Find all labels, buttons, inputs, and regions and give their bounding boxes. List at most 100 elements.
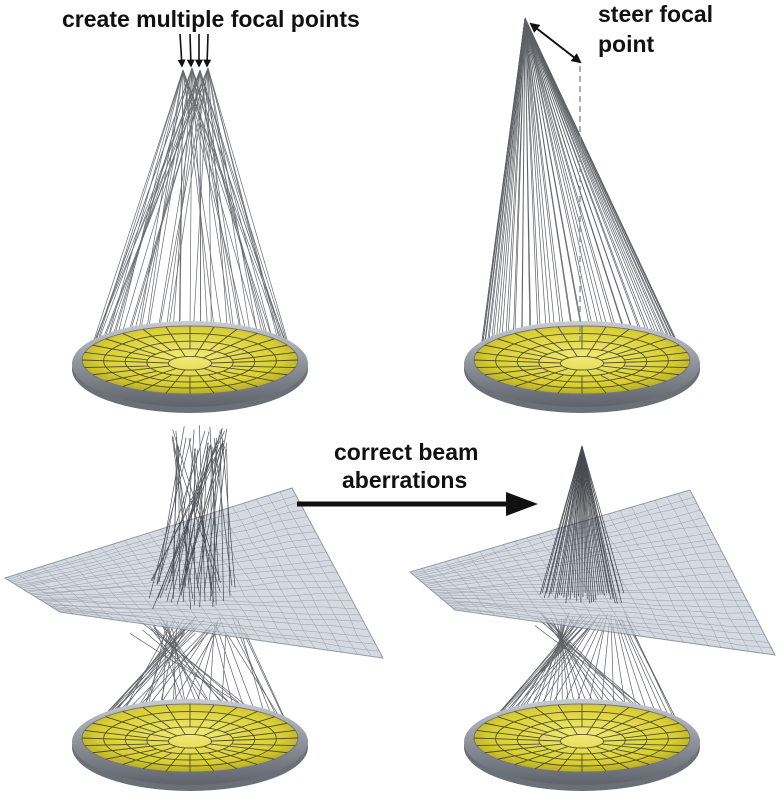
dish-radial-line (105, 716, 157, 733)
beam-ray (92, 67, 193, 351)
dish-radial-line (203, 745, 258, 766)
dish-radial-line (473, 737, 561, 742)
dish-radial-line (514, 711, 569, 737)
beam-ray (146, 625, 211, 709)
beam-ray (219, 430, 224, 601)
mesh-line (208, 514, 289, 644)
label-steer-line1: steer focal (598, 1, 713, 27)
dish-radial-line (615, 338, 667, 355)
beam-ray (215, 623, 246, 711)
mesh-line (11, 509, 305, 583)
beam-ray (95, 69, 201, 347)
beam-ray (208, 622, 215, 707)
mesh-line (50, 606, 367, 630)
beam-ray (516, 618, 597, 714)
beam-ray (524, 17, 677, 374)
beam-ray (220, 428, 236, 588)
beam-ray (581, 445, 623, 604)
dish-radial-line (534, 374, 564, 392)
beam-rays-focused (539, 445, 625, 604)
mesh-line (443, 600, 753, 614)
beam-ray (213, 437, 233, 586)
beam-ray (524, 17, 625, 331)
beam-ray (580, 445, 583, 603)
beam-ray (171, 435, 194, 599)
dish-element-grid (81, 326, 299, 394)
beam-ray (134, 627, 214, 711)
beam-ray (538, 613, 600, 709)
dish-radial-line (473, 359, 561, 364)
beam-ray (183, 619, 219, 706)
mesh-line (449, 605, 764, 635)
dish-radial-line (557, 326, 578, 357)
mesh-line (55, 608, 376, 645)
dish-radial-line (624, 729, 688, 739)
mesh-line (643, 503, 722, 649)
beam-ray (178, 69, 184, 328)
beam-ray (173, 447, 221, 592)
beam-ray (549, 617, 602, 708)
beam-ray (209, 426, 220, 582)
beam-ray (620, 618, 666, 720)
aberrating-layer (3, 487, 384, 659)
beam-ray (138, 69, 184, 333)
dish-radial-line (624, 351, 688, 361)
mesh-line (411, 496, 695, 574)
beam-ray (498, 17, 526, 342)
mesh-line (434, 580, 737, 593)
beam-ray (150, 440, 224, 582)
beam-ray (559, 445, 583, 595)
beam-ray (524, 17, 541, 331)
mesh-line (48, 604, 364, 622)
beam-ray (182, 69, 259, 337)
beam-ray (524, 17, 672, 344)
beam-ray (158, 628, 211, 708)
beam-ray (226, 449, 231, 597)
dish-ring (167, 355, 213, 371)
beam-ray (189, 67, 193, 328)
label-multi-focus: create multiple focal points (62, 6, 360, 32)
mesh-line (654, 500, 735, 651)
panel-steer-focal-point (464, 17, 700, 413)
mesh-line (25, 551, 326, 591)
mesh-line (279, 491, 372, 656)
beam-ray (209, 442, 227, 601)
dish-radial-line (534, 329, 564, 352)
dish-radial-line (105, 749, 157, 760)
dish-element-grid (473, 326, 691, 394)
beam-ray (524, 17, 594, 328)
beam-ray (618, 619, 658, 717)
dish-radial-line (484, 365, 563, 376)
beam-ray (158, 437, 187, 582)
mesh-line (619, 510, 697, 644)
beam-ray (87, 67, 209, 357)
dish-radial-line (484, 743, 563, 754)
dish-radial-line (142, 374, 172, 392)
dish-radial-line (624, 743, 688, 747)
beam-ray (188, 438, 215, 603)
mesh-line (9, 501, 301, 582)
beam-ray (524, 17, 615, 330)
mesh-line (41, 599, 352, 603)
dish-radial-line (595, 745, 650, 766)
label-correct-line2: aberrations (342, 467, 467, 493)
dish-radial-line (209, 722, 288, 739)
beam-ray (526, 616, 598, 711)
mesh-line (18, 531, 315, 587)
beam-ray (172, 437, 178, 599)
beam-ray (94, 620, 195, 727)
beam-ray (114, 619, 205, 717)
mesh-line (439, 597, 749, 602)
beam-ray (524, 17, 532, 333)
dish-radial-line (84, 351, 148, 361)
dish-radial-line (165, 747, 186, 772)
beam-ray (194, 448, 212, 597)
dish-radial-line (105, 338, 157, 355)
beam-ray (581, 445, 597, 600)
panel-corrected-beam (408, 445, 776, 791)
mesh-line (112, 544, 182, 631)
dish-radial-line (603, 359, 691, 364)
annotation-correct: correct beam aberrations (297, 439, 538, 516)
dish-radial-line (557, 369, 578, 394)
